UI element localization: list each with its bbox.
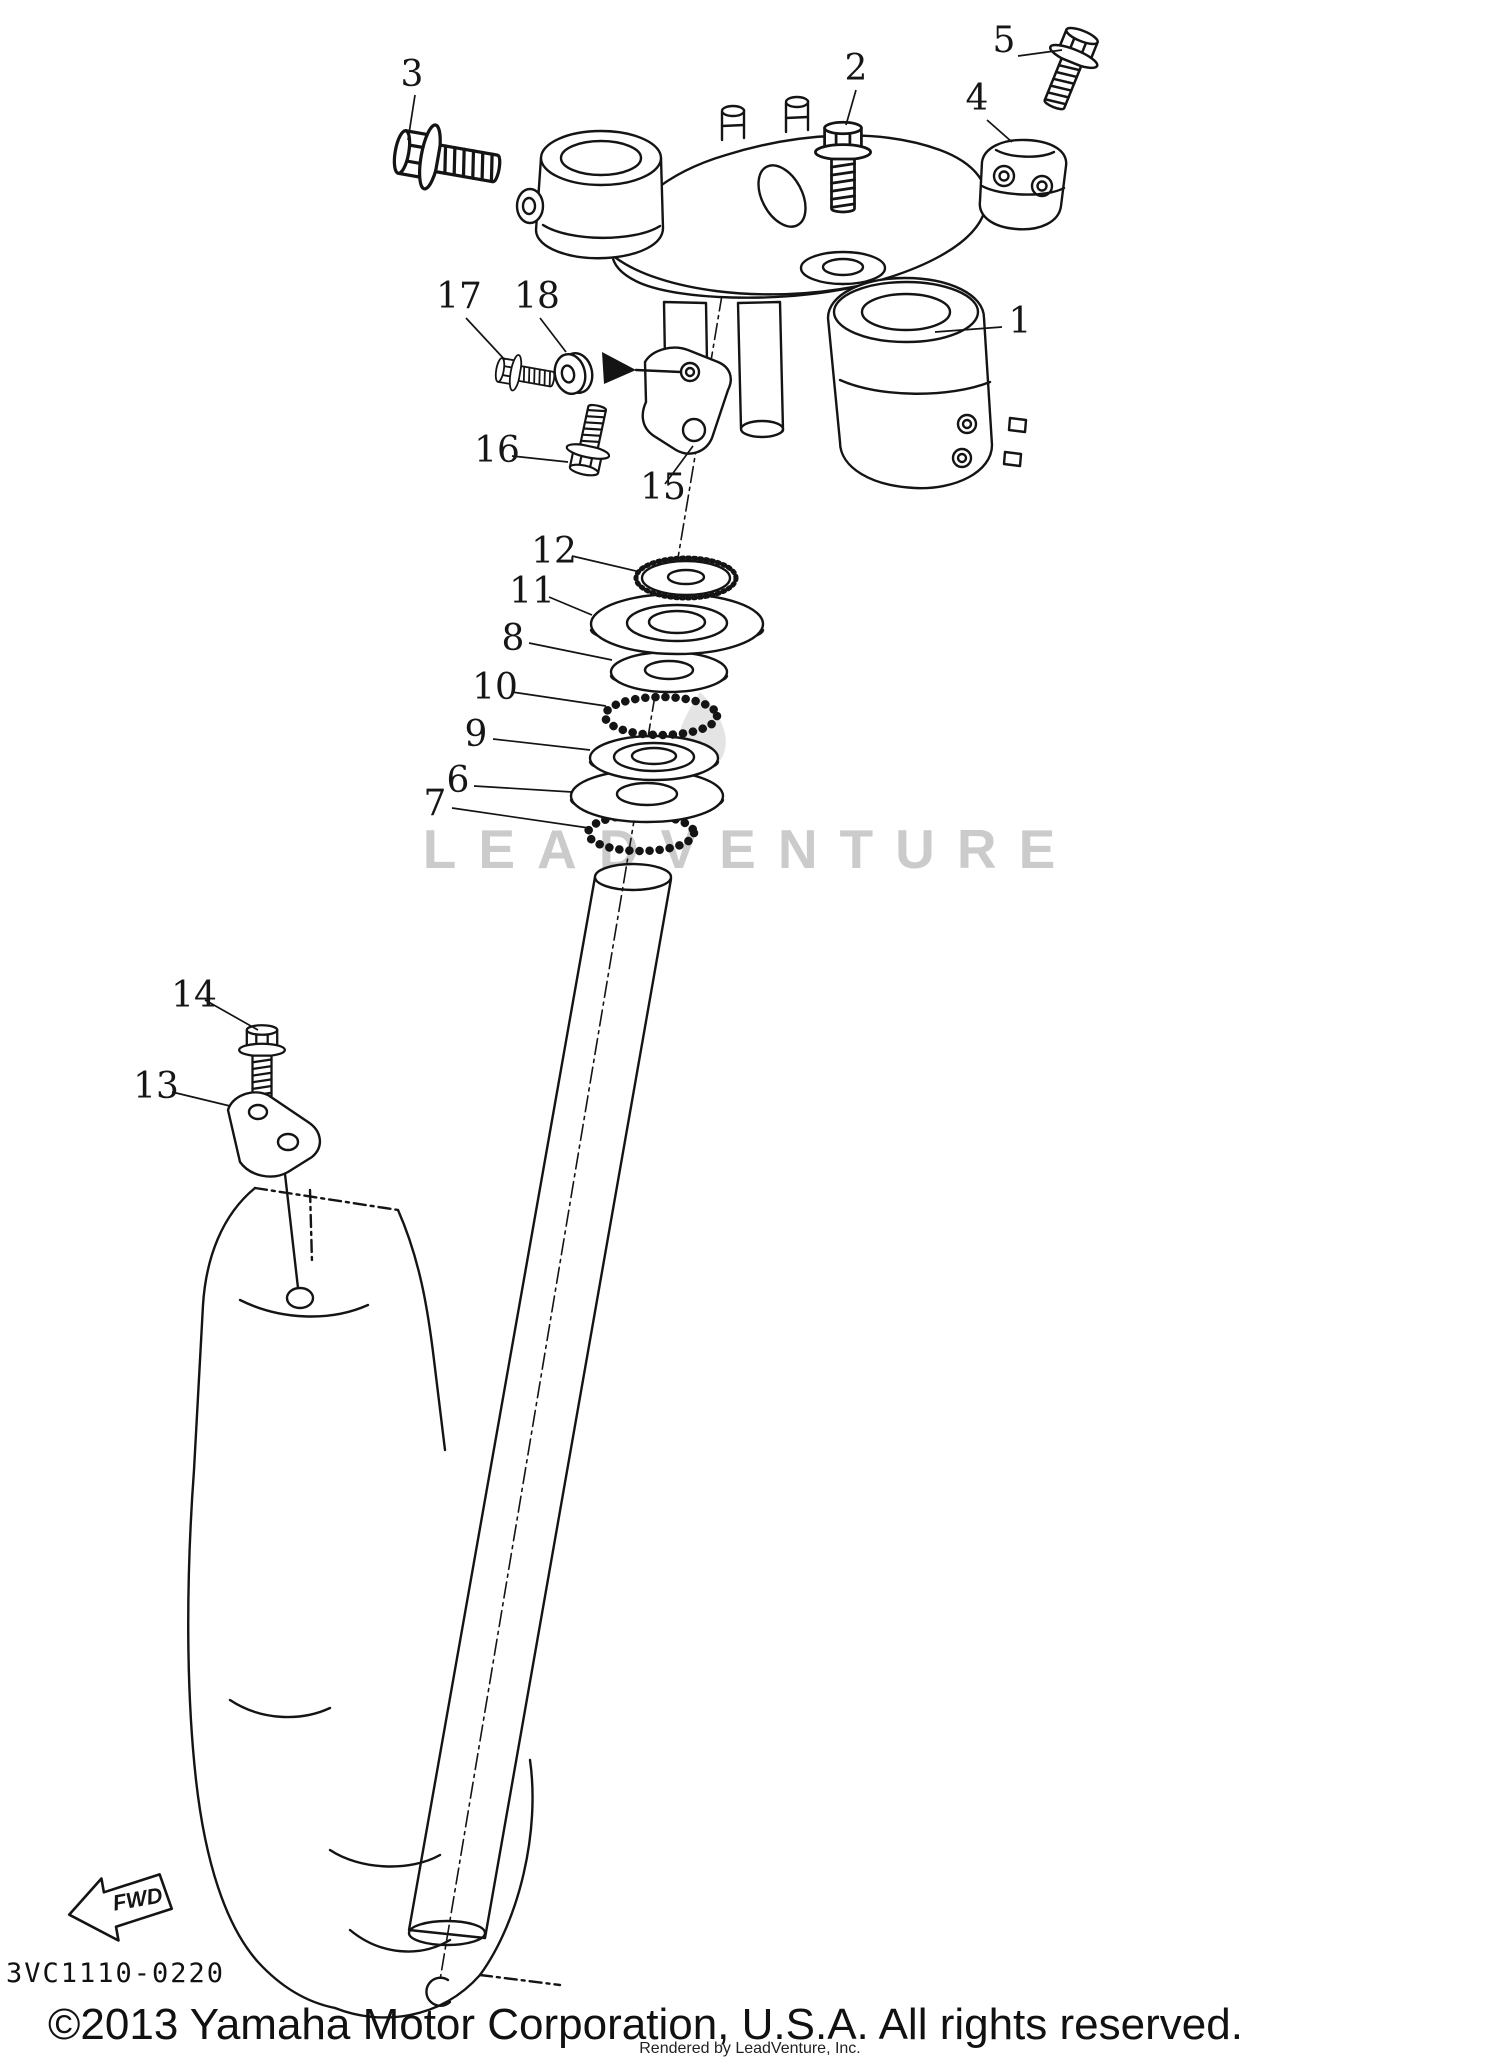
handlebar-holder-art: [515, 129, 665, 260]
callout-11: 11: [509, 571, 555, 612]
watermark-text: LEADVENTURE: [423, 818, 1078, 880]
callout-17: 17: [436, 276, 482, 317]
bracket-15-art: [602, 346, 732, 455]
ball-bearing-10-art: [600, 692, 722, 740]
axis-centerline: [439, 294, 723, 1981]
washer-11-art: [589, 592, 765, 656]
callout-10: 10: [472, 667, 518, 708]
callout-9: 9: [465, 714, 488, 755]
bracket-13-art: [226, 1091, 321, 1178]
callout-14: 14: [171, 975, 217, 1016]
steering-crown-art: [610, 95, 1028, 490]
bolt-16-art: [560, 400, 620, 480]
callout-8: 8: [502, 618, 525, 659]
rendered-by-text: Rendered by LeadVenture, Inc.: [639, 2040, 861, 2057]
washer-18-art: [553, 351, 594, 396]
callout-13: 13: [133, 1066, 179, 1107]
race-9-art: [588, 734, 720, 782]
bolt-14-art: [238, 1024, 286, 1101]
frame-art: [187, 1172, 562, 2019]
callouts-layer: 3 2 5 4 1 17 18 16 15 12 11 8 10 9 6 7 1…: [133, 20, 1031, 1107]
holder-cap-4-art: [978, 138, 1068, 231]
race-8-art: [609, 650, 729, 694]
callout-6: 6: [447, 760, 470, 801]
ball-bearing-7-art: [583, 810, 699, 856]
ring-nut-12-art: [633, 555, 739, 601]
callout-18: 18: [514, 276, 560, 317]
bolt-5-art: [1028, 20, 1109, 118]
callout-7: 7: [424, 783, 447, 824]
line-art-layer: [187, 20, 1109, 2019]
fwd-arrow: FWD: [67, 1873, 174, 1942]
callout-1: 1: [1009, 301, 1032, 342]
part-code: 3VC1110-0220: [6, 1958, 226, 1989]
callout-16: 16: [474, 430, 520, 471]
callout-15: 15: [640, 467, 686, 508]
bolt-3-art: [388, 117, 507, 203]
callout-5: 5: [993, 20, 1016, 61]
callout-12: 12: [531, 531, 577, 572]
callout-4: 4: [966, 78, 989, 119]
copyright-text: ©2013 Yamaha Motor Corporation, U.S.A. A…: [48, 2000, 1243, 2049]
callout-2: 2: [845, 48, 868, 89]
steering-stem-art: [407, 862, 673, 1947]
callout-3: 3: [401, 54, 424, 95]
leader-lines: [171, 49, 1063, 1107]
